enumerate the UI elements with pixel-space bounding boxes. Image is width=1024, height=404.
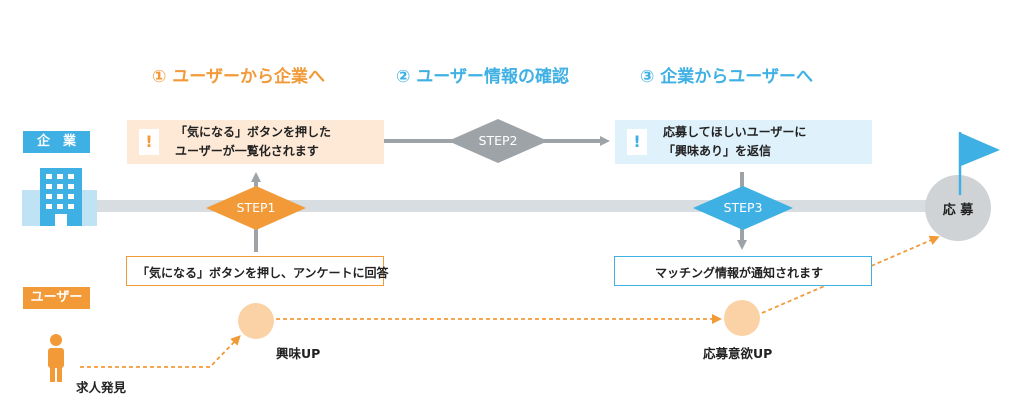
company-note-right-line1: 応募してほしいユーザーに [663,125,807,139]
person-icon [48,334,64,382]
building-icon [22,168,97,226]
company-note-right-text: 応募してほしいユーザーに 「興味あり」を返信 [663,123,806,161]
exclamation-icon: ! [139,129,159,155]
goal-circle [925,175,991,241]
step1-title: ① ユーザーから企業へ [152,67,325,87]
company-note-right-line2: 「興味あり」を返信 [663,144,772,158]
user-box-right: マッチング情報が通知されます [614,256,872,286]
step2-label: STEP2 [478,133,518,148]
goal-label: 応 募 [942,203,974,218]
motivation-circle [724,300,760,336]
company-note-right: ! 応募してほしいユーザーに 「興味あり」を返信 [615,120,872,164]
user-box-left-text: 「気になる」ボタンを押し、アンケートに回答 [137,266,389,280]
flag-icon [958,132,1000,195]
step3-diamond [693,186,793,230]
user-box-left: 「気になる」ボタンを押し、アンケートに回答 [126,256,389,286]
step2-title: ② ユーザー情報の確認 [396,67,569,87]
exclamation-icon: ! [627,129,647,155]
company-note-left-text: 「気になる」ボタンを押した ユーザーが一覧化されます [175,123,331,161]
motivation-up-label: 応募意欲UP [703,346,773,361]
user-lane-tag: ユーザー [23,287,90,309]
company-note-left-line1: 「気になる」ボタンを押した [175,125,332,139]
user-box-right-text: マッチング情報が通知されます [655,266,824,280]
company-lane-tag: 企 業 [23,131,90,153]
step3-label: STEP3 [723,200,763,215]
step3-title: ③ 企業からユーザーへ [640,67,813,87]
step1-label: STEP1 [236,200,276,215]
step1-diamond [206,186,306,230]
interest-up-label: 興味UP [276,346,321,361]
company-note-left-line2: ユーザーが一覧化されます [175,144,319,158]
company-note-left: ! 「気になる」ボタンを押した ユーザーが一覧化されます [127,120,384,164]
user-journey-path-1 [80,335,241,368]
step2-diamond [448,119,548,163]
interest-circle [238,303,274,339]
job-discovery-label: 求人発見 [76,380,127,395]
